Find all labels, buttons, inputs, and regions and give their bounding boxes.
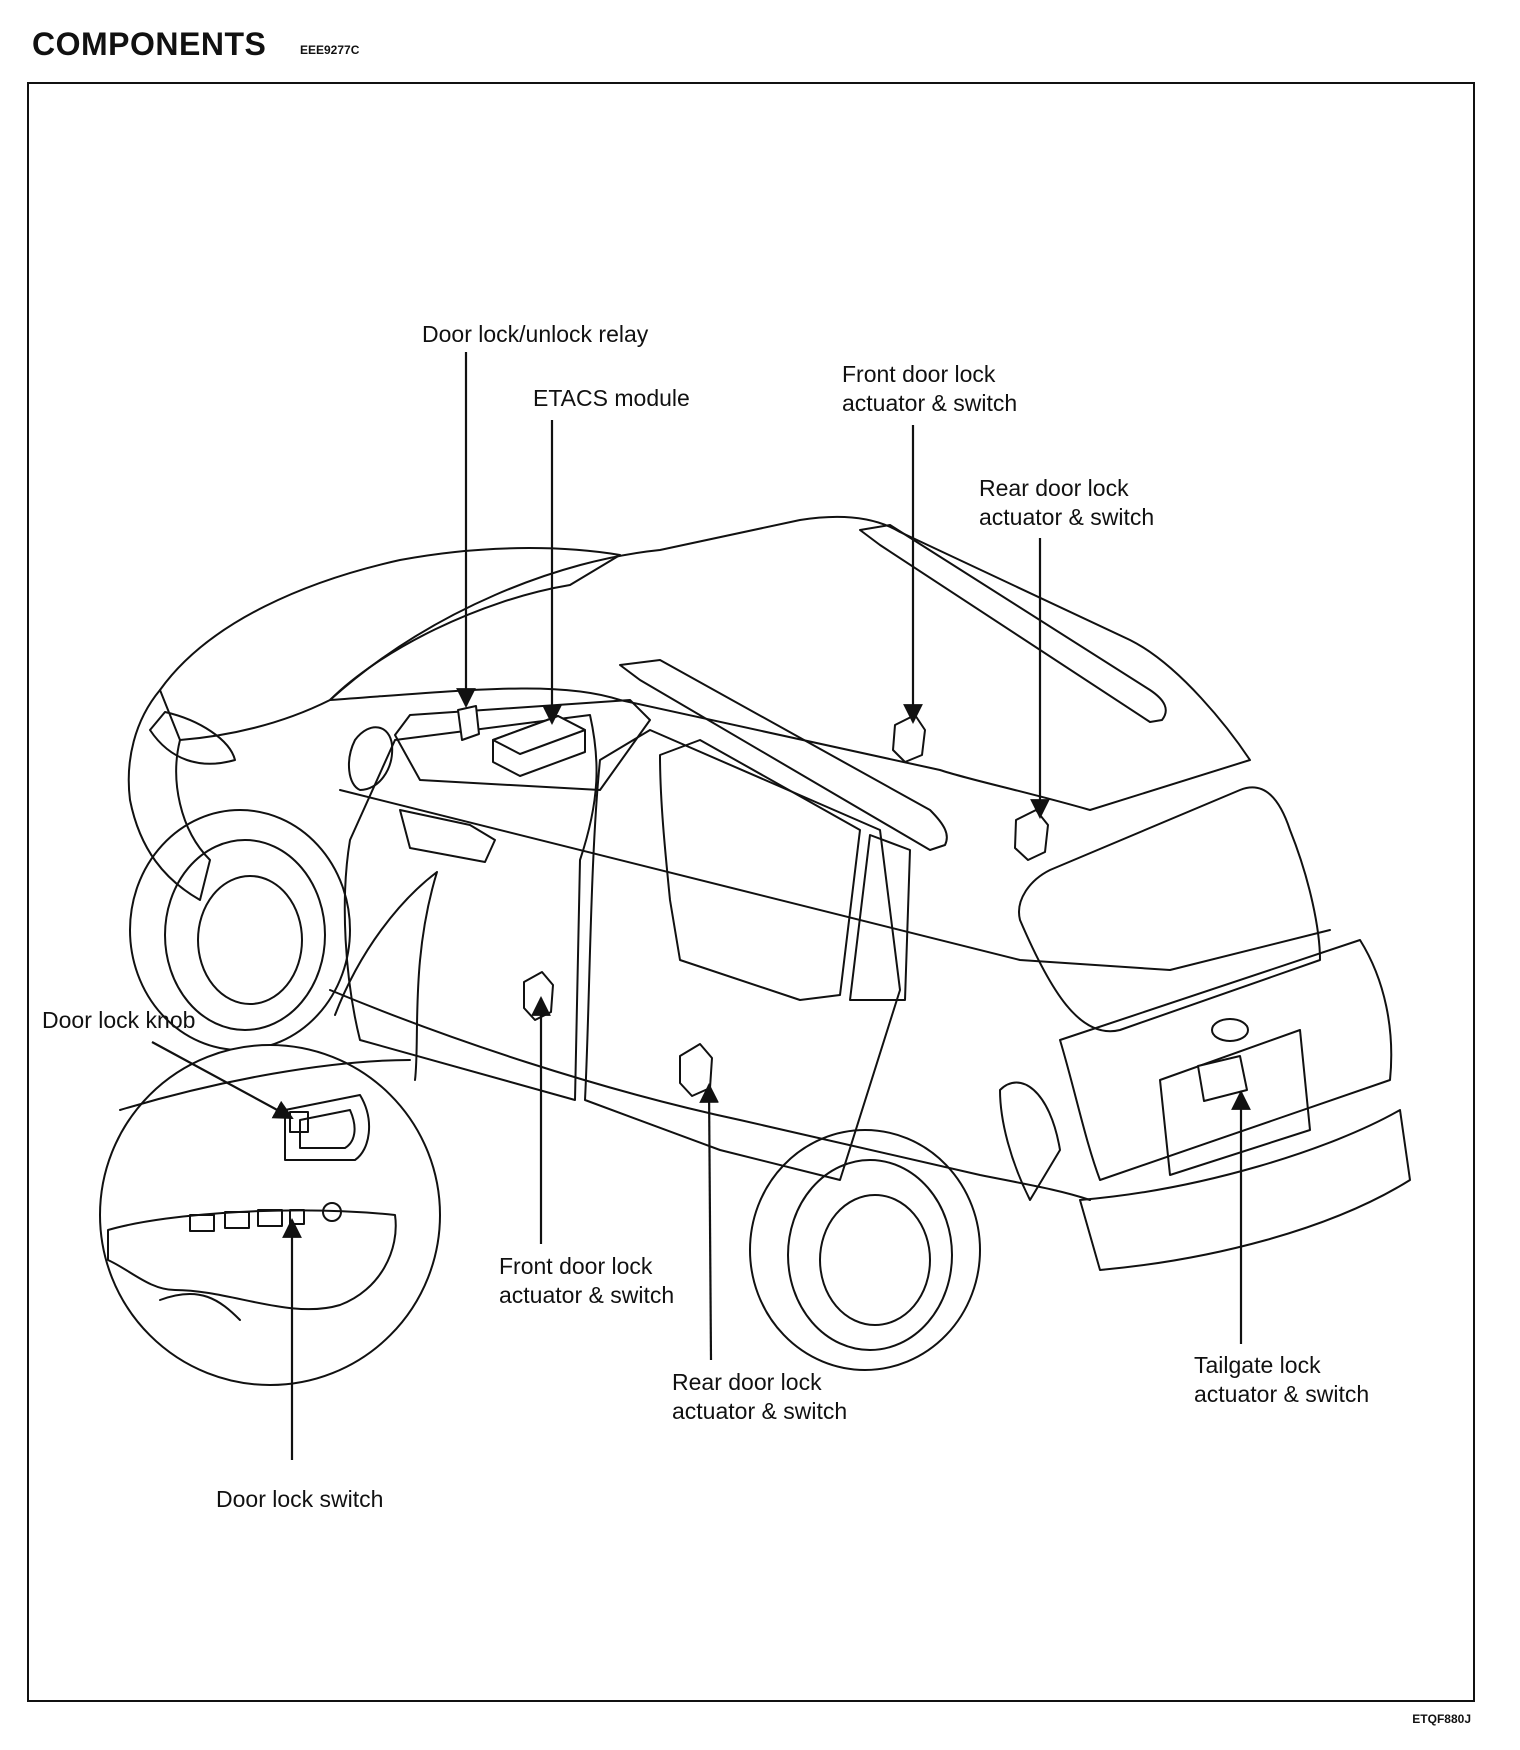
front-door-outline (343, 714, 598, 1101)
door-trim-switch (399, 809, 496, 863)
rear-wheel-arch (749, 1129, 981, 1371)
rear-door-outline (584, 729, 901, 1181)
tailgate-outline (1059, 939, 1393, 1181)
inset-door-handle (159, 1292, 241, 1321)
roof-rail-rear (859, 524, 1167, 723)
headlight (149, 711, 236, 765)
rear-wheel (787, 1159, 953, 1351)
front-wheel (164, 839, 326, 1031)
inset-door-pull (284, 1094, 371, 1161)
body-beltline (339, 789, 1331, 971)
knob-leader (151, 1041, 294, 1119)
brand-emblem (1211, 1018, 1249, 1042)
vehicle-drawing (127, 515, 1411, 1371)
rear-bottom-leader (699, 1083, 720, 1361)
inset-lock-knob (289, 1111, 309, 1133)
rear-glass (1018, 786, 1321, 1033)
front-fascia (127, 689, 211, 901)
label-switch: Door lock switch (216, 1486, 383, 1512)
section-code: EEE9277C (300, 43, 360, 57)
component-markers (457, 705, 1248, 1102)
label-rear-top-2: actuator & switch (979, 504, 1154, 530)
inset-door-pull-inner (299, 1109, 356, 1149)
inset-door-panel (119, 1059, 411, 1111)
label-rear-top-1: Rear door lock (979, 475, 1129, 501)
label-rear-bottom-2: actuator & switch (672, 1398, 847, 1424)
roof-outline (329, 515, 1251, 811)
roof-rail-front (619, 659, 948, 851)
label-etacs: ETACS module (533, 385, 690, 411)
rear-side-window (659, 739, 861, 1001)
front-door-actuator-side (523, 971, 554, 1021)
rear-door-actuator-top (1014, 809, 1049, 861)
label-rear-bottom-1: Rear door lock (672, 1369, 822, 1395)
inset-mirror-knob (322, 1202, 342, 1222)
rear-wheel-hub (819, 1194, 931, 1326)
hood-outline (159, 547, 621, 741)
front-side-window (394, 699, 651, 791)
label-knob: Door lock knob (42, 1007, 195, 1033)
label-tailgate-1: Tailgate lock (1194, 1352, 1321, 1378)
front-wheel-hub (197, 875, 303, 1005)
rear-door-actuator-side (679, 1043, 713, 1097)
tailgate-actuator (1197, 1055, 1248, 1102)
figure-code: ETQF880J (1412, 1712, 1471, 1726)
quarter-window (849, 834, 911, 1001)
labels: Door lock/unlock relay ETACS module Fron… (42, 321, 1369, 1512)
label-relay: Door lock/unlock relay (422, 321, 649, 347)
diagram-frame (27, 82, 1475, 1702)
relay-component (457, 705, 480, 741)
inset-window-switch-2 (224, 1211, 250, 1229)
license-plate-recess (1159, 1029, 1311, 1176)
side-mirror (348, 726, 394, 791)
body-side-sill (329, 989, 1091, 1201)
label-front-top-2: actuator & switch (842, 390, 1017, 416)
inset-window-switch-3 (257, 1209, 283, 1227)
label-front-bottom-1: Front door lock (499, 1253, 653, 1279)
leader-lines (151, 352, 1251, 1460)
etacs-module-top (492, 715, 586, 755)
label-tailgate-2: actuator & switch (1194, 1381, 1369, 1407)
inset-callout (334, 871, 438, 1081)
label-front-top-1: Front door lock (842, 361, 996, 387)
front-door-actuator-top (892, 714, 926, 763)
page-title: COMPONENTS (32, 26, 267, 62)
door-inset (99, 871, 441, 1386)
inset-window-switch-1 (189, 1214, 215, 1232)
taillamp (999, 1081, 1061, 1201)
rear-bumper (1079, 1109, 1411, 1271)
label-front-bottom-2: actuator & switch (499, 1282, 674, 1308)
